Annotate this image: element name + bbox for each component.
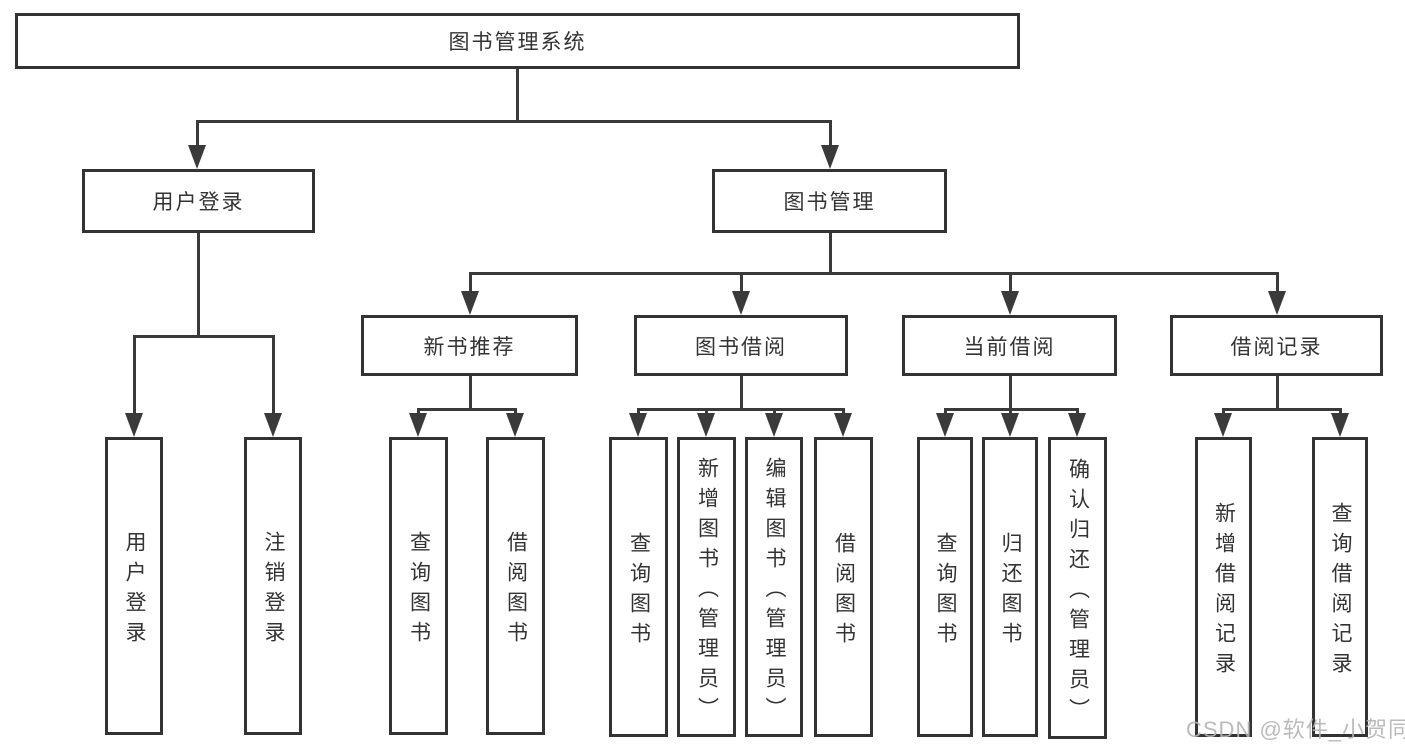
node-label-leaf-query-books-borrowing: 查询图书 bbox=[627, 531, 651, 652]
node-label-leaf-query-borrow-record: 查询借阅记录 bbox=[1329, 501, 1352, 682]
node-label-leaf-edit-books-admin: 编辑图书（管理员） bbox=[763, 456, 786, 727]
node-leaf-query-books-current: 查询图书 bbox=[917, 437, 973, 737]
node-label-library-system: 图书管理系统 bbox=[448, 31, 587, 54]
arrowhead-down-icon bbox=[1268, 291, 1286, 315]
connector-drop-library-system bbox=[196, 120, 199, 147]
connector-drop-current-borrowing bbox=[944, 408, 947, 415]
arrowhead-down-icon bbox=[1001, 413, 1019, 437]
connector-drop-book-borrowing bbox=[637, 408, 640, 415]
connector-drop-book-management bbox=[1009, 272, 1012, 293]
csdn-watermark: CSDN @软件_小贺同学 bbox=[1186, 717, 1405, 742]
node-book-management: 图书管理 bbox=[712, 169, 947, 233]
connector-drop-borrowing-records bbox=[1222, 408, 1225, 415]
connector-drop-book-management bbox=[469, 272, 472, 293]
connector-bar-new-book-recommend bbox=[417, 408, 517, 411]
connector-stem-book-management bbox=[829, 233, 832, 275]
connector-bar-library-system bbox=[196, 120, 832, 123]
node-leaf-edit-books-admin: 编辑图书（管理员） bbox=[745, 437, 803, 737]
node-label-leaf-query-books-current: 查询图书 bbox=[934, 531, 957, 652]
node-leaf-return-books: 归还图书 bbox=[982, 437, 1038, 737]
arrowhead-down-icon bbox=[409, 413, 427, 437]
node-leaf-confirm-return-admin: 确认归还（管理员） bbox=[1048, 437, 1107, 739]
arrowhead-down-icon bbox=[936, 413, 954, 437]
node-library-system: 图书管理系统 bbox=[15, 13, 1020, 69]
node-book-borrowing: 图书借阅 bbox=[634, 315, 848, 376]
connector-bar-borrowing-records bbox=[1222, 408, 1342, 411]
connector-drop-book-borrowing bbox=[842, 408, 845, 415]
arrowhead-down-icon bbox=[264, 413, 282, 437]
node-leaf-user-login: 用户登录 bbox=[105, 437, 163, 735]
connector-stem-current-borrowing bbox=[1009, 376, 1012, 411]
connector-drop-book-management bbox=[740, 272, 743, 293]
node-label-leaf-logout: 注销登录 bbox=[262, 530, 285, 651]
node-current-borrowing: 当前借阅 bbox=[902, 315, 1117, 376]
connector-stem-new-book-recommend bbox=[469, 376, 472, 411]
node-leaf-add-borrow-record: 新增借阅记录 bbox=[1195, 437, 1252, 737]
connector-stem-library-system bbox=[516, 69, 519, 123]
connector-drop-current-borrowing bbox=[1076, 408, 1079, 415]
arrowhead-down-icon bbox=[697, 413, 715, 437]
node-label-leaf-borrow-books: 借阅图书 bbox=[832, 531, 856, 652]
node-leaf-query-borrow-record: 查询借阅记录 bbox=[1312, 437, 1368, 737]
connector-bar-book-borrowing bbox=[637, 408, 845, 411]
connector-stem-user-login bbox=[197, 233, 200, 338]
node-label-new-book-recommend: 新书推荐 bbox=[423, 335, 516, 359]
node-new-book-recommend: 新书推荐 bbox=[361, 315, 578, 376]
node-leaf-query-books-borrowing: 查询图书 bbox=[609, 437, 668, 737]
node-user-login: 用户登录 bbox=[82, 169, 315, 233]
arrowhead-down-icon bbox=[188, 145, 206, 169]
node-label-book-borrowing: 图书借阅 bbox=[695, 335, 787, 359]
node-label-leaf-add-borrow-record: 新增借阅记录 bbox=[1212, 501, 1236, 682]
arrowhead-down-icon bbox=[506, 413, 524, 437]
arrowhead-down-icon bbox=[629, 413, 647, 437]
node-borrowing-records: 借阅记录 bbox=[1170, 315, 1383, 376]
connector-drop-new-book-recommend bbox=[514, 408, 517, 415]
connector-drop-user-login bbox=[272, 335, 275, 415]
arrowhead-down-icon bbox=[732, 291, 750, 315]
node-label-leaf-user-login: 用户登录 bbox=[123, 530, 146, 651]
node-leaf-add-books-admin: 新增图书（管理员） bbox=[677, 437, 736, 737]
node-leaf-borrow-books: 借阅图书 bbox=[814, 437, 873, 737]
node-label-leaf-return-books: 归还图书 bbox=[999, 531, 1022, 652]
connector-bar-book-management bbox=[469, 272, 1279, 275]
arrowhead-down-icon bbox=[1001, 291, 1019, 315]
connector-drop-current-borrowing bbox=[1009, 408, 1012, 415]
arrowhead-down-icon bbox=[834, 413, 852, 437]
node-leaf-logout: 注销登录 bbox=[244, 437, 302, 735]
node-label-leaf-query-books-recommend: 查询图书 bbox=[407, 530, 431, 651]
node-label-leaf-confirm-return-admin: 确认归还（管理员） bbox=[1066, 457, 1090, 728]
arrowhead-down-icon bbox=[1214, 413, 1232, 437]
connector-drop-library-system bbox=[829, 120, 832, 147]
connector-stem-book-borrowing bbox=[740, 376, 743, 411]
node-leaf-query-books-recommend: 查询图书 bbox=[389, 437, 448, 735]
arrowhead-down-icon bbox=[1068, 413, 1086, 437]
node-leaf-borrow-books-recommend: 借阅图书 bbox=[486, 437, 545, 735]
connector-drop-book-borrowing bbox=[773, 408, 776, 415]
arrowhead-down-icon bbox=[1331, 413, 1349, 437]
node-label-user-login: 用户登录 bbox=[152, 191, 245, 214]
connector-stem-borrowing-records bbox=[1276, 376, 1279, 411]
node-label-leaf-borrow-books-recommend: 借阅图书 bbox=[504, 530, 528, 651]
connector-drop-book-borrowing bbox=[705, 408, 708, 415]
arrowhead-down-icon bbox=[765, 413, 783, 437]
connector-drop-user-login bbox=[133, 335, 136, 415]
connector-bar-user-login bbox=[133, 335, 275, 338]
node-label-book-management: 图书管理 bbox=[783, 191, 876, 214]
connector-drop-borrowing-records bbox=[1339, 408, 1342, 415]
connector-drop-new-book-recommend bbox=[417, 408, 420, 415]
node-label-leaf-add-books-admin: 新增图书（管理员） bbox=[695, 456, 719, 727]
connector-drop-book-management bbox=[1276, 272, 1279, 293]
node-label-borrowing-records: 借阅记录 bbox=[1230, 335, 1323, 359]
arrowhead-down-icon bbox=[125, 413, 143, 437]
arrowhead-down-icon bbox=[461, 291, 479, 315]
node-label-current-borrowing: 当前借阅 bbox=[963, 335, 1056, 359]
arrowhead-down-icon bbox=[821, 145, 839, 169]
